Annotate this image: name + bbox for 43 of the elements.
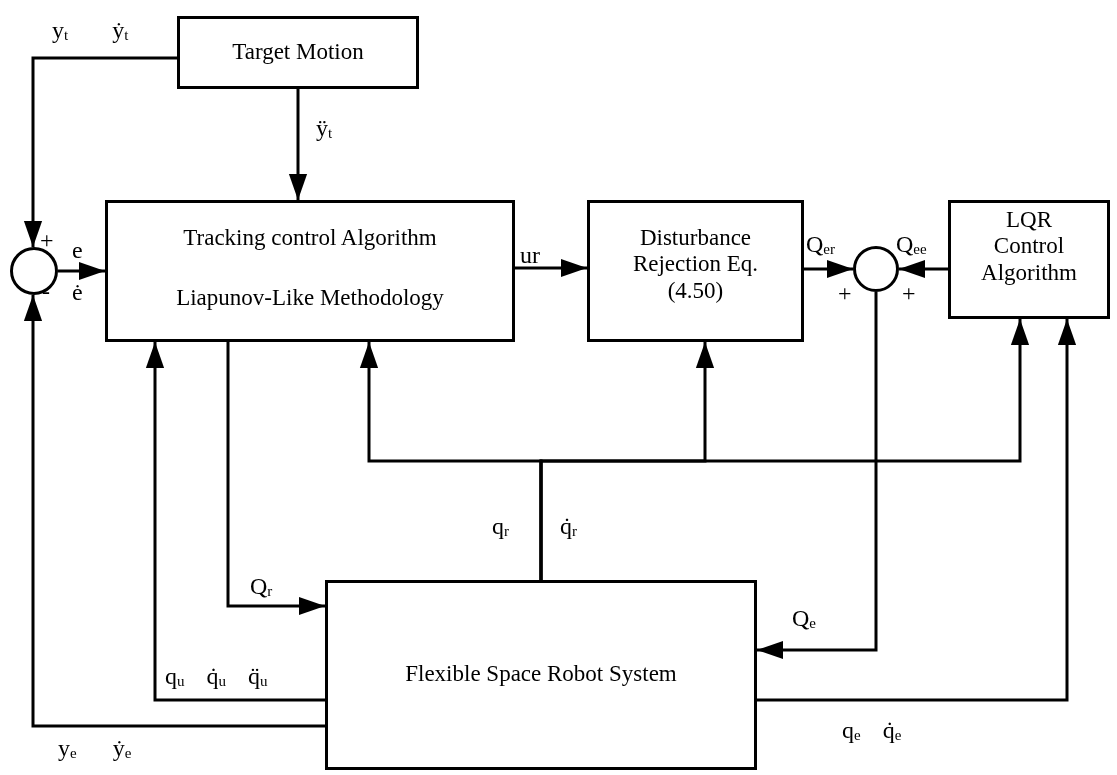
signal-label: - xyxy=(42,279,50,303)
signal-label: ÿ$_{t}$ xyxy=(316,116,333,142)
signal-label: Q$_{e}$ xyxy=(792,606,816,632)
signal-label: + xyxy=(40,228,54,252)
signal-label: e xyxy=(72,238,83,262)
signal-arrow xyxy=(515,258,587,278)
signal-label: y$_{t}$ ẏ$_{t}$ xyxy=(52,18,129,44)
signal-label: y$_{e}$ ẏ$_{e}$ xyxy=(58,736,132,762)
signal-arrow xyxy=(804,259,853,279)
signal-label: Q$_{ee}$ xyxy=(896,232,927,258)
block-box xyxy=(948,200,1110,319)
block-box xyxy=(105,200,515,342)
block-box xyxy=(587,200,804,342)
signal-arrow xyxy=(226,342,325,616)
signal-arrow xyxy=(23,56,177,247)
signal-arrow xyxy=(757,292,878,660)
signal-label: q$_{e}$ q̇$_{e}$ xyxy=(842,718,902,744)
signal-arrow xyxy=(899,259,948,279)
block-label: Disturbance Rejection Eq. (4.50) xyxy=(631,225,760,305)
signal-label: q$_{u}$ q̇$_{u}$ q̈$_{u}$ xyxy=(165,664,268,690)
signal-arrow xyxy=(757,319,1077,702)
signal-arrow xyxy=(58,261,105,281)
signal-label: q$_{r}$ xyxy=(492,514,509,540)
summing-junction xyxy=(853,246,899,292)
signal-label: ur xyxy=(520,243,540,267)
signal-label: + xyxy=(838,281,852,305)
block-label: Target Motion xyxy=(231,39,365,66)
block-label: Liapunov-Like Methodology xyxy=(175,285,445,312)
signal-label: Q$_{r}$ xyxy=(250,574,273,600)
signal-arrow xyxy=(23,295,325,728)
signal-label: ė xyxy=(72,280,83,304)
signal-label: Q$_{er}$ xyxy=(806,232,835,258)
signal-label: + xyxy=(902,281,916,305)
block-box xyxy=(325,580,757,770)
signal-arrow xyxy=(539,319,1030,580)
block-box xyxy=(177,16,419,89)
block-label: Flexible Space Robot System xyxy=(404,661,678,688)
summing-junction xyxy=(10,247,58,295)
block-label: LQR Control Algorithm xyxy=(981,207,1077,287)
block-label: Tracking control Algorithm xyxy=(182,225,438,252)
signal-arrow xyxy=(145,342,325,702)
signal-label: q̇$_{r}$ xyxy=(560,514,577,540)
signal-arrow xyxy=(288,89,308,200)
